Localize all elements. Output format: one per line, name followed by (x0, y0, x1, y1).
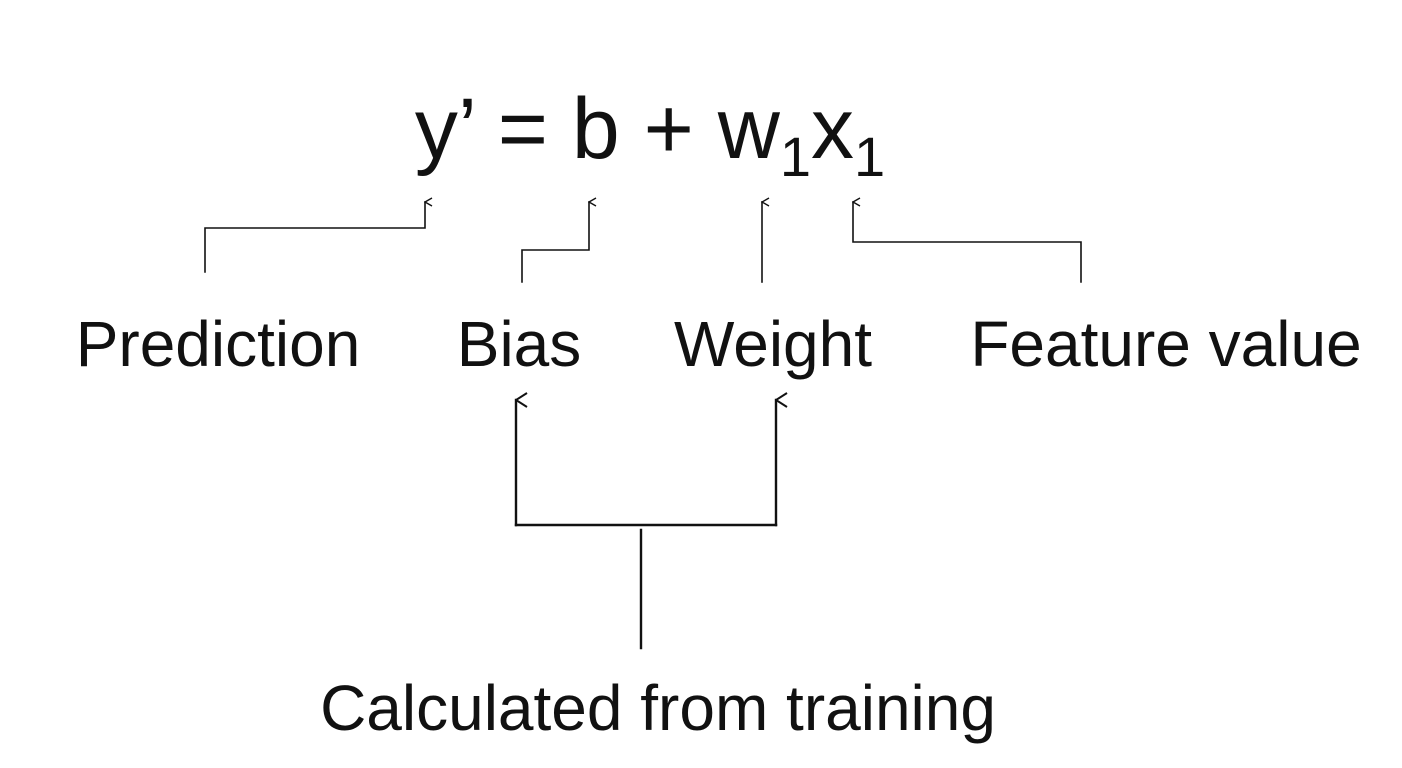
weight-subscript: 1 (780, 125, 811, 188)
equals-symbol: = (498, 81, 548, 177)
feature-value-label: Feature value (970, 308, 1361, 380)
weight-label: Weight (674, 308, 872, 380)
weight-symbol: w (717, 81, 781, 177)
plus-symbol: + (644, 81, 694, 177)
equation: y’ = b + w1x1 (415, 81, 885, 188)
prediction-symbol: y’ (415, 81, 474, 177)
bias-connector (521, 202, 589, 283)
prediction-label: Prediction (76, 308, 361, 380)
bias-symbol: b (572, 81, 620, 177)
prediction-connector (204, 202, 425, 273)
calculated-from-training-label: Calculated from training (320, 672, 996, 744)
bias-label: Bias (457, 308, 582, 380)
feature-value-connector (853, 202, 1082, 283)
feature-symbol: x (811, 81, 854, 177)
feature-subscript: 1 (854, 125, 885, 188)
